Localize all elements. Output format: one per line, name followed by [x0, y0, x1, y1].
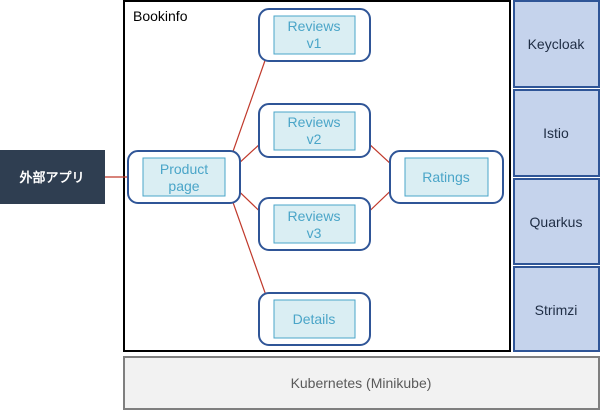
istio-box	[513, 89, 600, 177]
productpage-label-line1: Product	[160, 161, 208, 177]
side-stack: Keycloak Istio Quarkus Strimzi	[513, 0, 600, 352]
strimzi-label: Strimzi	[535, 302, 578, 318]
quarkus-label: Quarkus	[530, 214, 583, 230]
service-reviews-v3: Reviews v3	[258, 197, 371, 251]
quarkus-box	[513, 178, 600, 265]
service-reviews-v2: Reviews v2	[258, 103, 371, 158]
productpage-label-line2: page	[168, 178, 199, 194]
external-app-box	[0, 150, 105, 204]
service-productpage: Product page	[127, 150, 241, 204]
reviews-v3-label-line1: Reviews	[288, 208, 341, 224]
reviews-v3-label-line2: v3	[307, 225, 322, 241]
reviews-v2-label-line2: v2	[307, 131, 322, 147]
bookinfo-title: Bookinfo	[133, 8, 188, 24]
keycloak-label: Keycloak	[528, 36, 586, 52]
service-ratings: Ratings	[389, 150, 504, 204]
ratings-label: Ratings	[422, 169, 469, 185]
reviews-v1-label-line2: v1	[307, 35, 322, 51]
kubernetes-platform-box	[123, 356, 600, 410]
kubernetes-platform-label: Kubernetes (Minikube)	[291, 375, 432, 391]
external-app-label: 外部アプリ	[18, 170, 84, 186]
details-label: Details	[293, 311, 336, 327]
service-reviews-v1: Reviews v1	[258, 8, 371, 62]
reviews-v1-label-line1: Reviews	[288, 18, 341, 34]
service-details: Details	[258, 292, 371, 346]
keycloak-box	[513, 0, 600, 88]
istio-label: Istio	[543, 125, 569, 141]
reviews-v2-label-line1: Reviews	[288, 114, 341, 130]
strimzi-box	[513, 266, 600, 352]
